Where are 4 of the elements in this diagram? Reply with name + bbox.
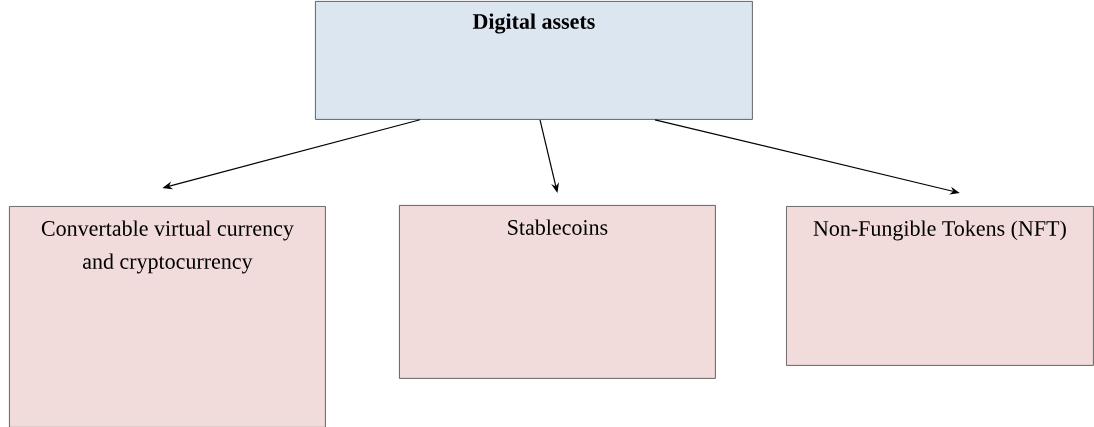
subcategory-box: Non-Fungible Tokens (NFT) (786, 206, 1094, 366)
subcategory-box: Stablecoins (399, 205, 716, 379)
category-box: Digital assets (315, 1, 753, 120)
subcategory-box: Convertable virtual currency and cryptocurrency (9, 206, 326, 427)
